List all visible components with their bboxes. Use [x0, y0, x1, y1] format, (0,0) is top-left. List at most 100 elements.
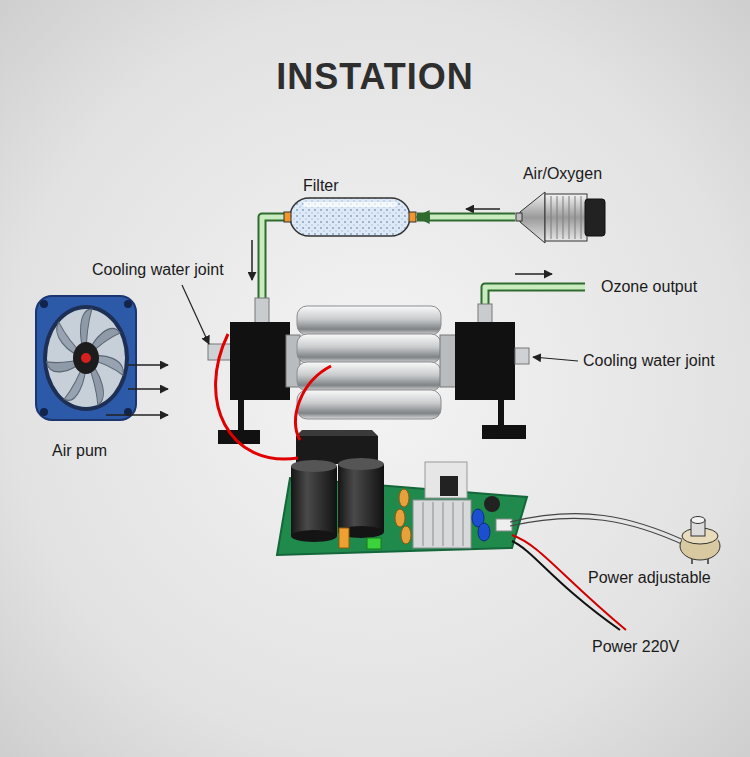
air-pump-fan	[45, 306, 126, 406]
air-pump-fan	[124, 300, 132, 308]
inlet-body	[545, 194, 587, 241]
inlet-ridge	[575, 196, 576, 239]
ozone-tube	[297, 362, 441, 391]
power-board	[423, 502, 463, 546]
inlet-ridge	[569, 196, 570, 239]
capsule-shape	[283, 196, 417, 238]
gas-pipe	[417, 213, 515, 222]
part-label: Power adjustable	[588, 568, 711, 588]
ozone-tube	[297, 390, 441, 419]
power-board	[440, 476, 458, 496]
power-board	[395, 509, 405, 527]
air-pump-fan	[40, 300, 48, 308]
callout-label: Cooling water joint	[583, 351, 715, 371]
ozone-tube	[297, 334, 441, 363]
power-board	[413, 500, 471, 548]
high-voltage-wire	[216, 334, 298, 459]
node-label: Air/Oxygen	[523, 164, 602, 184]
power-board	[463, 502, 464, 546]
filter-fitting	[409, 212, 416, 222]
nozzle-shape	[515, 186, 610, 248]
ozone-tube	[238, 400, 244, 430]
inlet-cap	[585, 199, 605, 236]
potentiometer	[707, 559, 709, 564]
part-label: Air pum	[52, 441, 107, 461]
power-board	[478, 523, 490, 541]
ozone-tube	[255, 298, 269, 324]
airflow-arrow	[128, 388, 168, 390]
ozone-tube	[440, 335, 456, 387]
power-board	[339, 528, 349, 548]
control-wire	[510, 514, 688, 546]
power-board	[496, 519, 512, 531]
air-pump-fan	[81, 353, 91, 363]
power-board	[423, 502, 424, 546]
ozone-tube	[515, 348, 529, 364]
power-board	[291, 530, 337, 542]
power-board	[399, 489, 409, 507]
gas-pipe-core	[430, 215, 515, 220]
power-board	[484, 496, 500, 512]
gas-tube	[262, 217, 288, 302]
air-pump-fan	[36, 296, 136, 420]
power-board	[291, 460, 337, 472]
air-pump-fan	[36, 296, 136, 420]
power-board	[296, 430, 378, 436]
inlet-ridge	[557, 196, 558, 239]
flow-arrow	[515, 273, 552, 275]
power-board	[453, 502, 454, 546]
power-board	[291, 466, 337, 536]
inlet-tip	[516, 213, 522, 221]
inlet-ridge	[581, 196, 582, 239]
airflow-arrow	[128, 364, 168, 366]
gas-inlet-node: Air/Oxygen	[515, 164, 610, 248]
power-board	[401, 526, 411, 544]
gas-tube	[485, 287, 585, 306]
ozone-tube	[482, 425, 526, 439]
power-board	[367, 538, 381, 549]
ozone-tube	[208, 298, 529, 444]
potentiometer	[691, 559, 693, 564]
control-wire	[510, 514, 688, 542]
airflow-arrow	[106, 365, 168, 415]
power-board	[277, 430, 527, 555]
air-pump-fan	[73, 342, 99, 374]
control-wire	[510, 518, 686, 546]
leader-line	[182, 285, 578, 361]
potentiometer	[691, 517, 705, 524]
diagram-title: INSTATION	[0, 55, 750, 99]
filter-node: Filter	[283, 176, 417, 238]
filter-body	[290, 198, 410, 236]
inlet-ridge	[551, 196, 552, 239]
callout-label: Cooling water joint	[92, 260, 224, 280]
ozone-tube	[478, 304, 492, 324]
high-voltage-wire	[216, 334, 331, 459]
leader-line	[182, 285, 209, 344]
gas-tube	[485, 287, 585, 306]
node-label: Filter	[303, 176, 339, 196]
ozone-tube	[297, 306, 441, 335]
ozone-tube	[498, 400, 504, 425]
potentiometer	[680, 517, 720, 565]
filter-highlight	[303, 202, 397, 207]
ozone-tube	[455, 322, 515, 400]
air-pump-fan	[40, 408, 48, 416]
flow-arrow	[251, 240, 253, 280]
inlet-cone	[520, 192, 545, 243]
inlet-ridge	[563, 196, 564, 239]
power-board	[443, 502, 444, 546]
filter-fitting	[284, 212, 291, 222]
power-board	[433, 502, 434, 546]
flow-arrow	[466, 208, 500, 210]
ozone-tube	[230, 322, 290, 400]
callout-label: Ozone output	[601, 277, 697, 297]
airflow-arrow	[106, 414, 168, 416]
high-voltage-wire	[295, 366, 331, 440]
air-pump-fan	[43, 305, 129, 411]
leader-line	[533, 357, 578, 361]
part-label: Power 220V	[592, 637, 679, 657]
power-board	[425, 462, 467, 498]
power-board	[338, 464, 384, 532]
